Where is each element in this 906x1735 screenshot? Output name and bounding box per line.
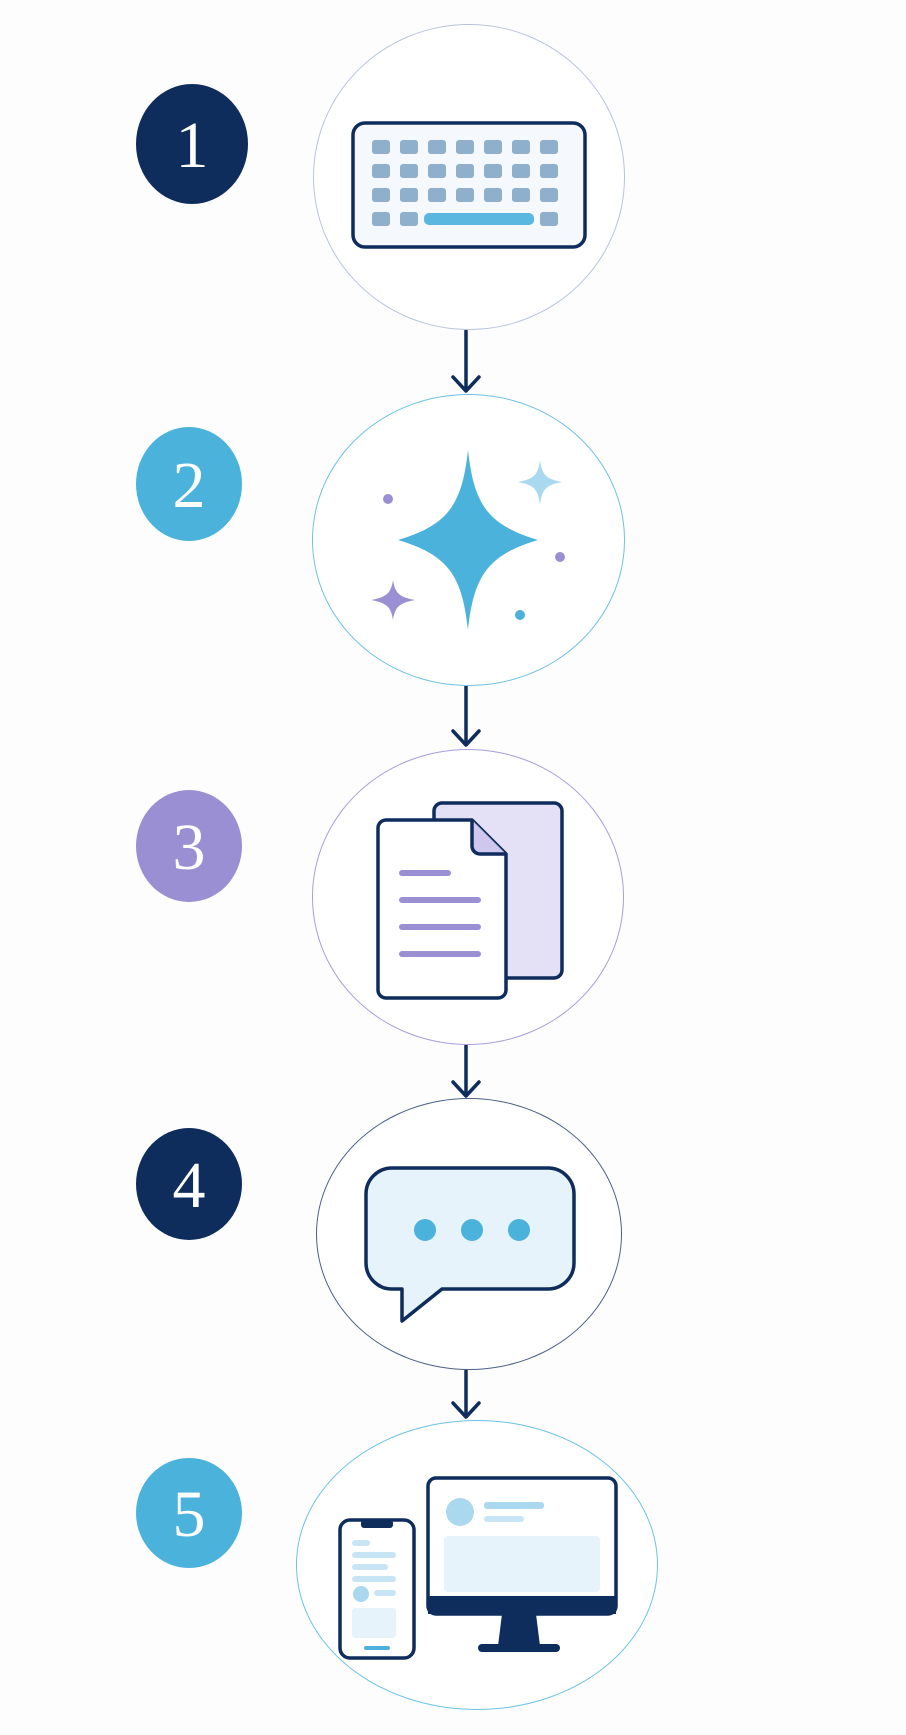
flow-arrow-1-2 bbox=[451, 330, 481, 393]
step-badge-5: 5 bbox=[136, 1458, 242, 1568]
flow-arrow-2-3 bbox=[451, 686, 481, 747]
flow-arrow-3-4 bbox=[451, 1045, 481, 1098]
step-number-5: 5 bbox=[172, 1478, 206, 1551]
step-number-1: 1 bbox=[175, 109, 209, 182]
step-badge-2: 2 bbox=[136, 427, 242, 541]
step-number-3: 3 bbox=[172, 811, 206, 884]
chat-bubble-icon bbox=[364, 1166, 576, 1323]
step-number-4: 4 bbox=[172, 1149, 206, 1222]
devices-icon bbox=[338, 1476, 618, 1660]
flow-arrow-4-5 bbox=[451, 1370, 481, 1419]
step-badge-3: 3 bbox=[136, 790, 242, 902]
step-badge-4: 4 bbox=[136, 1128, 242, 1240]
keyboard-icon bbox=[351, 121, 587, 249]
step-badge-1: 1 bbox=[136, 84, 248, 204]
documents-icon bbox=[376, 801, 564, 1000]
step-number-2: 2 bbox=[172, 449, 206, 522]
sparkle-icon bbox=[371, 450, 565, 630]
